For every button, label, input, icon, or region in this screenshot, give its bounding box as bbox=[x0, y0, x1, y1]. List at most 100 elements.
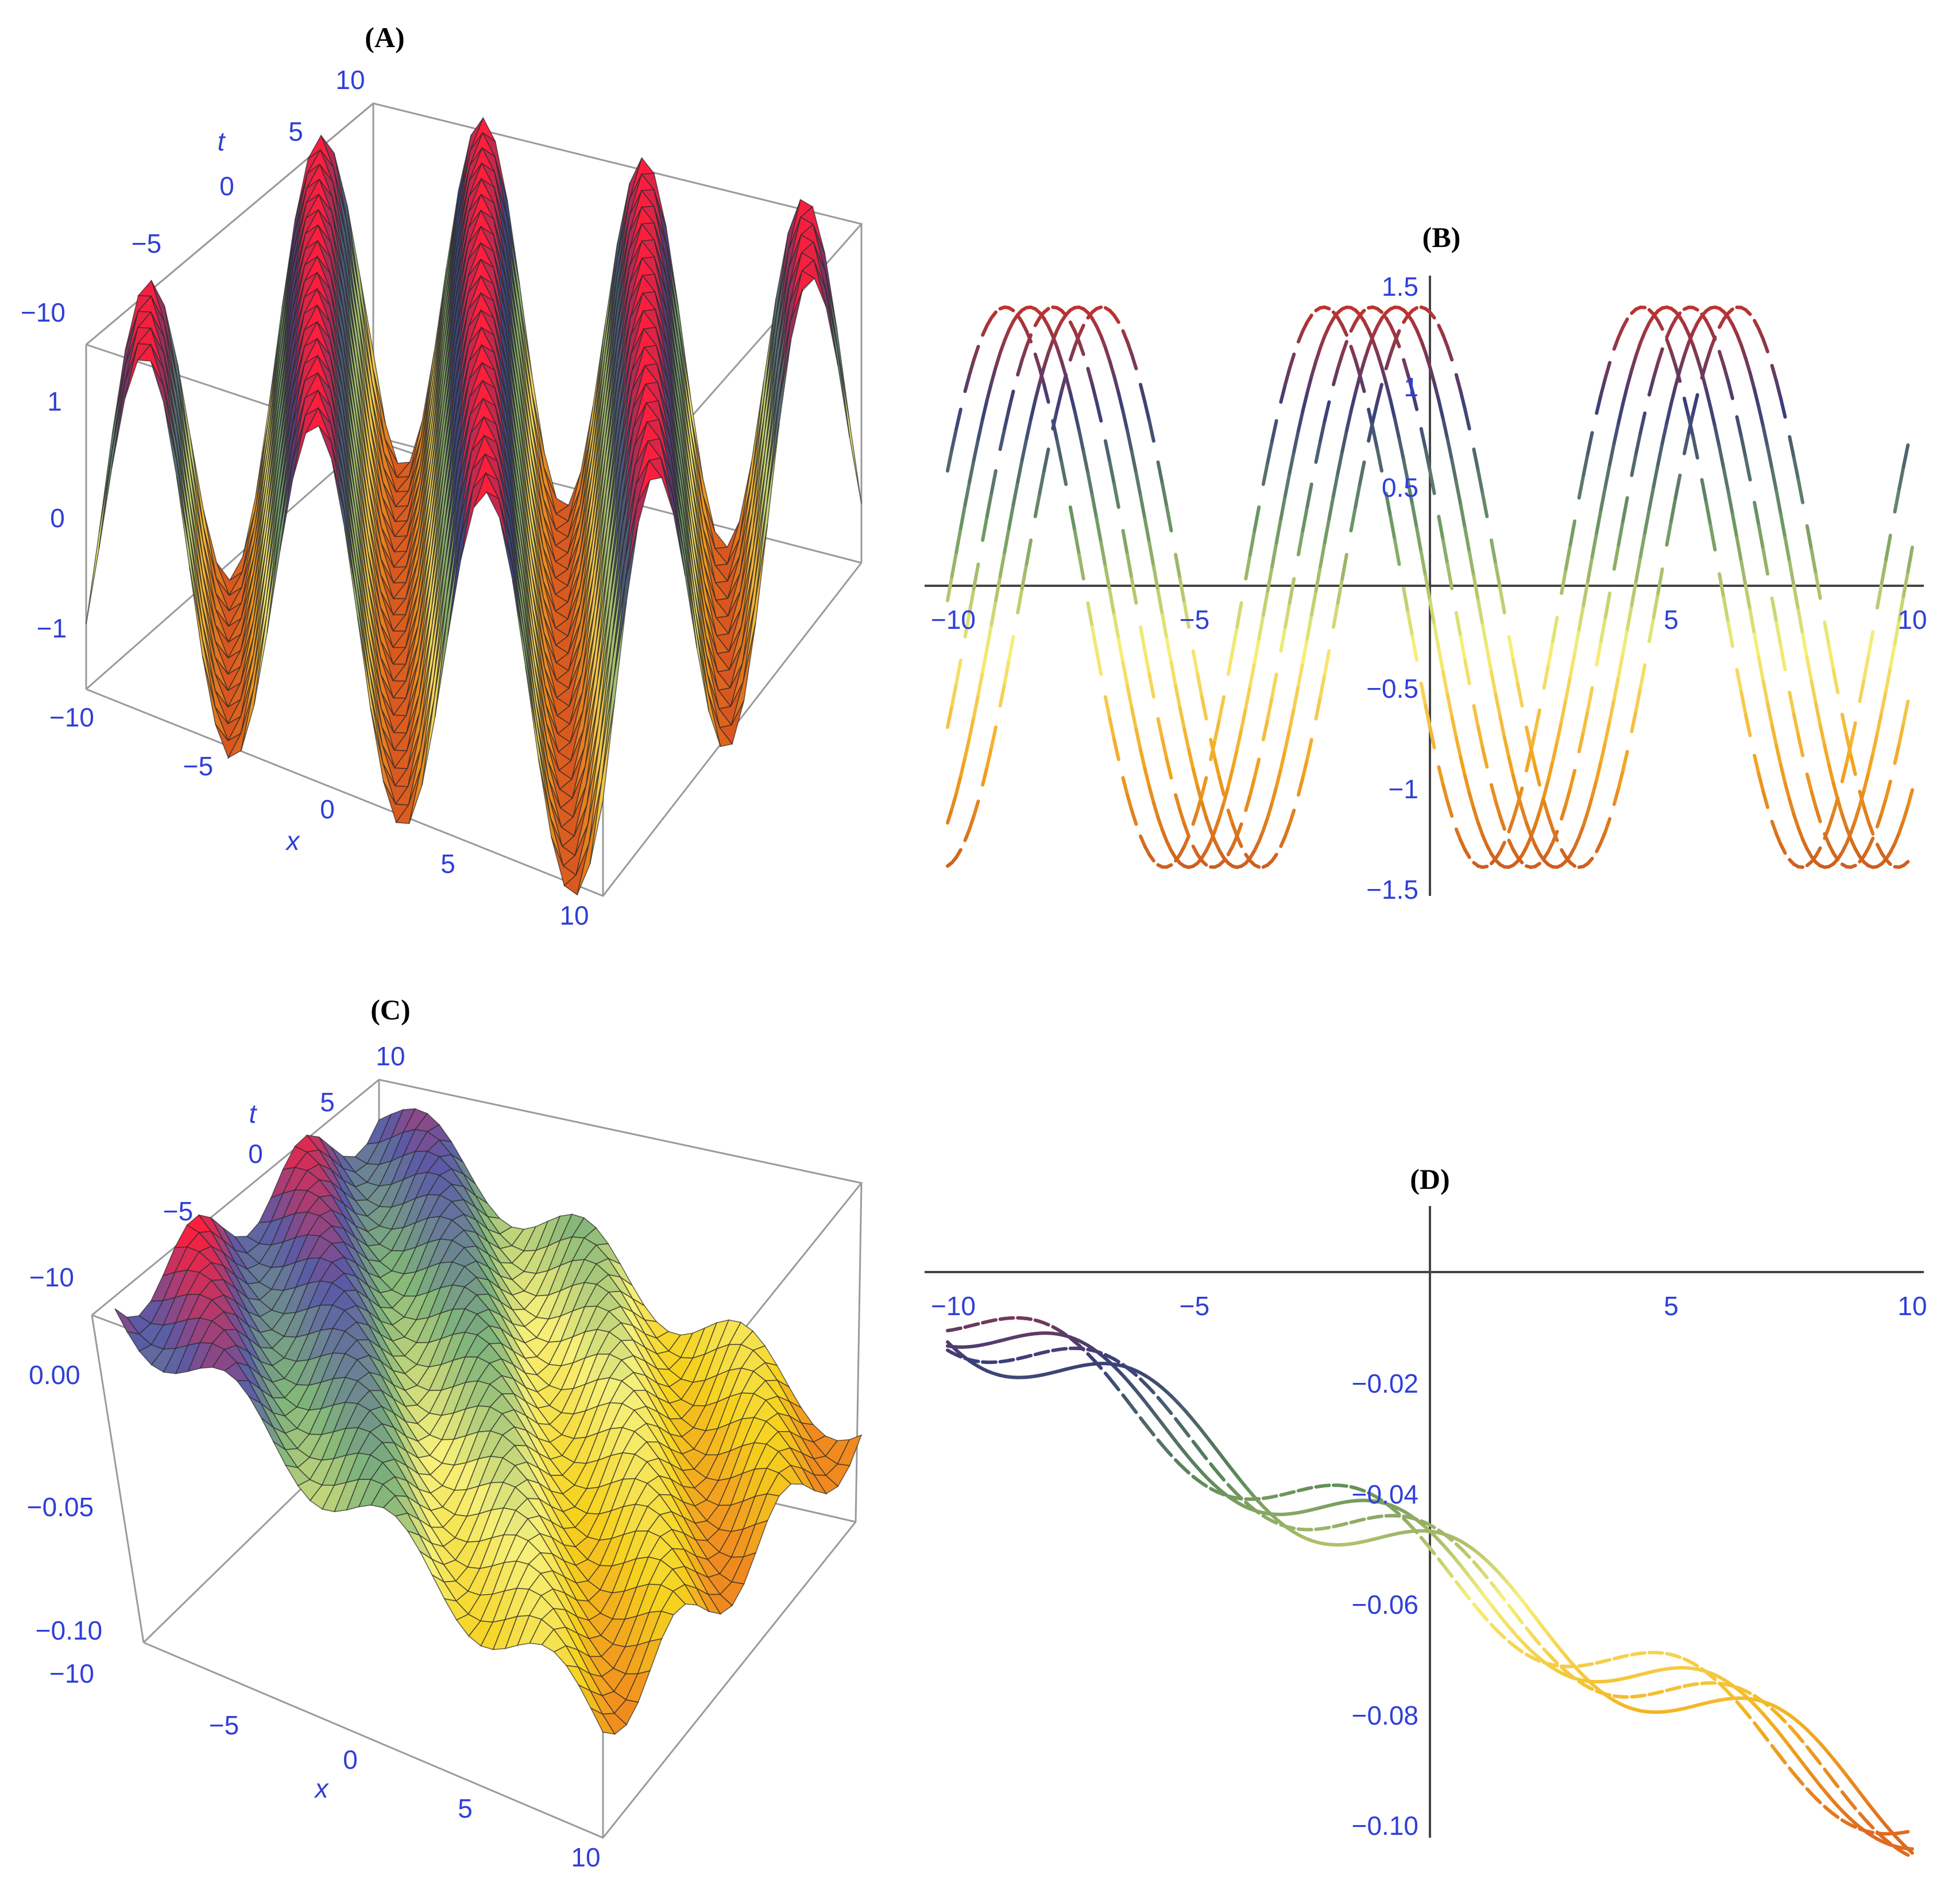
panel-b-series-2-segment bbox=[1893, 742, 1901, 765]
panel-b-series-1-segment bbox=[1617, 402, 1625, 425]
panel-b-series-4-segment bbox=[1691, 393, 1699, 415]
panel-b-series-4-segment bbox=[1051, 407, 1059, 431]
panel-b-series-0-segment bbox=[1091, 625, 1099, 653]
panel-d-x-tick-10: 10 bbox=[1897, 1291, 1927, 1321]
panel-b-series-0-segment bbox=[1073, 529, 1081, 556]
panel-b-series-3-segment bbox=[1419, 339, 1428, 355]
panel-b-series-1-segment bbox=[1533, 810, 1541, 828]
panel-b-series-4-segment bbox=[1704, 347, 1712, 365]
panel-b-series-4-segment bbox=[1463, 407, 1471, 431]
panel-b-series-2-segment bbox=[1294, 555, 1298, 579]
panel-b-series-4-segment bbox=[1726, 307, 1734, 315]
panel-b-series-2-segment bbox=[1217, 859, 1226, 867]
panel-b-series-0-segment bbox=[1560, 567, 1568, 596]
panel-b-series-0-segment bbox=[1700, 478, 1708, 504]
panel-d-series-0-segment bbox=[1393, 1509, 1401, 1516]
panel-b-series-4-segment bbox=[1323, 649, 1331, 676]
panel-d-series-0-segment bbox=[972, 1322, 980, 1327]
panel-d-ticks: −10 −5 5 10 −0.02 −0.04 −0.06 −0.08 −0.1… bbox=[931, 1291, 1927, 1841]
panel-b-series-2-segment bbox=[1785, 670, 1790, 693]
panel-b-series-0-segment bbox=[1682, 396, 1691, 419]
panel-b-series-2-segment bbox=[1165, 757, 1173, 780]
panel-b-series-0-segment bbox=[1354, 358, 1362, 377]
panel-a-title: (A) bbox=[365, 21, 404, 53]
panel-b-series-3-segment bbox=[1643, 508, 1651, 535]
panel-d-x-tick-5: 5 bbox=[1664, 1291, 1679, 1321]
panel-b-series-2-segment bbox=[1480, 745, 1489, 769]
panel-b-series-3-segment bbox=[1327, 494, 1335, 521]
panel-b-series-1-segment bbox=[1261, 589, 1270, 617]
panel-d-series-0-segment bbox=[1908, 1831, 1912, 1832]
panel-d-series-0-segment bbox=[1130, 1405, 1138, 1414]
panel-b-series-2-segment bbox=[1143, 649, 1151, 676]
panel-c-x-tick-neg10: −10 bbox=[49, 1659, 94, 1688]
panel-b-series-4-segment bbox=[989, 725, 998, 749]
panel-b-series-3-segment bbox=[1660, 421, 1669, 445]
panel-b-series-1-segment bbox=[1577, 604, 1586, 632]
panel-d-series-2-segment bbox=[1831, 1779, 1840, 1788]
panel-b-series-2-segment bbox=[998, 427, 1007, 451]
panel-b-series-2-segment bbox=[1726, 379, 1734, 400]
panel-b-series-1-segment bbox=[1564, 675, 1572, 701]
panel-b-series-3-segment bbox=[1612, 675, 1621, 701]
panel-b-series-3-segment bbox=[1823, 744, 1831, 767]
panel-b-series-0-segment bbox=[1119, 759, 1123, 778]
panel-b-series-2-segment bbox=[1592, 665, 1597, 688]
panel-b-series-0-segment bbox=[1445, 799, 1454, 818]
panel-b-series-0-segment bbox=[1862, 654, 1870, 681]
panel-b-series-1-segment bbox=[1323, 324, 1331, 338]
panel-b-series-3-segment bbox=[1319, 540, 1327, 569]
panel-b-series-3-segment bbox=[1371, 324, 1379, 338]
panel-b-series-3-segment bbox=[1511, 774, 1520, 795]
panel-b-series-3-segment bbox=[1358, 360, 1366, 378]
panel-b-series-0-segment bbox=[1279, 382, 1287, 404]
panel-b-series-2-segment bbox=[1595, 639, 1603, 667]
panel-b-series-3-segment bbox=[998, 550, 1007, 578]
panel-b-series-1-segment bbox=[1134, 728, 1142, 752]
panel-b-series-1-segment bbox=[1476, 821, 1485, 837]
panel-b-series-0-segment bbox=[946, 447, 954, 473]
panel-d-series-2-segment bbox=[1288, 1525, 1296, 1530]
panel-a-x-tick-neg10: −10 bbox=[49, 702, 94, 732]
panel-d-series-2-segment bbox=[1358, 1517, 1366, 1522]
panel-d-series-2-segment bbox=[1235, 1492, 1243, 1500]
panel-b-series-1-segment bbox=[1542, 778, 1551, 798]
panel-b-series-1-segment bbox=[1081, 450, 1090, 475]
panel-b-series-1-segment bbox=[1560, 697, 1568, 723]
panel-b-series-3-segment bbox=[1161, 613, 1169, 641]
panel-b-series-4-segment bbox=[1112, 314, 1120, 324]
panel-b-series-4-segment bbox=[1768, 351, 1772, 365]
panel-b-series-3-segment bbox=[1187, 748, 1195, 771]
panel-b-series-4-segment bbox=[1568, 861, 1576, 868]
panel-b-series-4-segment bbox=[1126, 340, 1134, 356]
panel-b-series-2-segment bbox=[1336, 352, 1344, 370]
panel-b-series-3-segment bbox=[1428, 365, 1436, 385]
panel-b-series-3-segment bbox=[1284, 728, 1292, 752]
panel-b-series-1-segment bbox=[1108, 589, 1116, 617]
panel-a-t-tick-0: 0 bbox=[219, 171, 234, 201]
panel-a-z-tick-1: 1 bbox=[47, 386, 62, 416]
panel-b-series-2-segment bbox=[961, 637, 965, 660]
panel-b-series-2-segment bbox=[1279, 625, 1287, 653]
panel-b-series-0-segment bbox=[1540, 688, 1544, 710]
panel-d-series-2-segment bbox=[1533, 1637, 1541, 1646]
panel-b-series-2-segment bbox=[1091, 382, 1099, 404]
panel-b-series-1-segment bbox=[1397, 437, 1406, 462]
panel-b-series-0-segment bbox=[1612, 335, 1621, 351]
panel-d-series-2-segment bbox=[1463, 1551, 1471, 1559]
panel-b-x-tick-neg10: −10 bbox=[931, 605, 976, 635]
panel-d-series-2-segment bbox=[1007, 1358, 1015, 1362]
panel-b-series-0-segment bbox=[1375, 447, 1383, 473]
panel-b-series-3-segment bbox=[1472, 574, 1480, 602]
panel-b-series-3-segment bbox=[1450, 458, 1458, 484]
panel-b-series-3-segment bbox=[1810, 679, 1818, 706]
panel-a-t-tick-5: 5 bbox=[288, 117, 303, 146]
panel-b-series-0-segment bbox=[1296, 329, 1305, 343]
panel-b-series-4-segment bbox=[1586, 856, 1594, 865]
panel-b-series-3-segment bbox=[1007, 503, 1015, 530]
panel-b-series-0-segment bbox=[1261, 460, 1270, 486]
panel-b-series-0-segment bbox=[1855, 701, 1860, 723]
panel-c-x-tick-0: 0 bbox=[343, 1745, 358, 1775]
panel-b-series-3-segment bbox=[1292, 683, 1300, 710]
panel-b-series-4-segment bbox=[1301, 757, 1309, 780]
